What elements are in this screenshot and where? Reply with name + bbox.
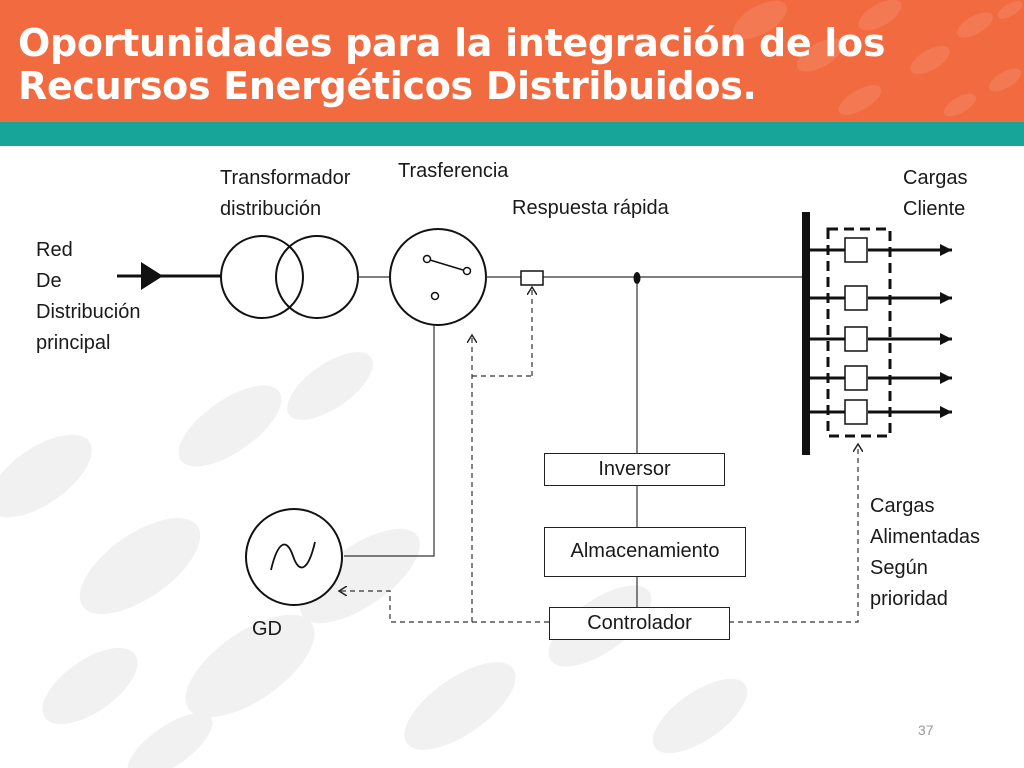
label-priority-loads-line3: Según xyxy=(870,557,928,579)
label-priority-loads-line4: prioridad xyxy=(870,588,948,610)
inverter-box: Inversor xyxy=(544,453,725,486)
label-main-grid: Red De Distribución principal xyxy=(36,235,140,359)
page-number: 37 xyxy=(918,722,934,738)
header-accent-bar xyxy=(0,122,1024,146)
grid-input-arrow xyxy=(117,262,222,290)
generator-symbol xyxy=(245,508,343,606)
customer-busbar xyxy=(802,212,810,455)
label-customer-loads-line2: Cliente xyxy=(903,198,966,220)
label-gd: GD xyxy=(252,618,282,640)
label-main-grid-line4: principal xyxy=(36,332,111,354)
label-customer-loads: Cargas Cliente xyxy=(903,163,967,225)
controller-box: Controlador xyxy=(549,607,730,640)
label-fast-response: Respuesta rápida xyxy=(512,197,669,219)
fast-response-switch xyxy=(520,270,544,286)
background-pattern xyxy=(0,352,748,768)
transformer-symbol xyxy=(220,235,359,319)
label-customer-loads-line1: Cargas xyxy=(903,167,968,189)
priority-loads-dashed-box xyxy=(826,227,892,438)
label-priority-loads: Cargas Alimentadas Según prioridad xyxy=(870,491,980,615)
junction-node xyxy=(633,272,641,284)
slide-header: Oportunidades para la integración de los… xyxy=(0,0,1024,122)
label-transformer: Transformador distribución xyxy=(220,163,350,225)
label-main-grid-line2: De xyxy=(36,270,62,292)
header-decoration xyxy=(733,0,1023,117)
label-transformer-line1: Transformador xyxy=(220,167,351,189)
label-main-grid-line1: Red xyxy=(36,239,73,261)
label-transfer: Trasferencia xyxy=(398,160,509,182)
load-breakers xyxy=(844,237,868,425)
storage-box: Almacenamiento xyxy=(544,527,746,577)
slide-title: Oportunidades para la integración de los… xyxy=(18,21,886,108)
label-main-grid-line3: Distribución xyxy=(36,301,141,323)
label-priority-loads-line2: Alimentadas xyxy=(870,526,981,548)
label-priority-loads-line1: Cargas xyxy=(870,495,935,517)
control-signal-lines xyxy=(340,288,858,623)
load-feeders xyxy=(810,244,952,418)
line-switch-to-gd xyxy=(344,325,435,557)
label-transformer-line2: distribución xyxy=(220,198,322,220)
transfer-switch-symbol xyxy=(389,228,487,326)
